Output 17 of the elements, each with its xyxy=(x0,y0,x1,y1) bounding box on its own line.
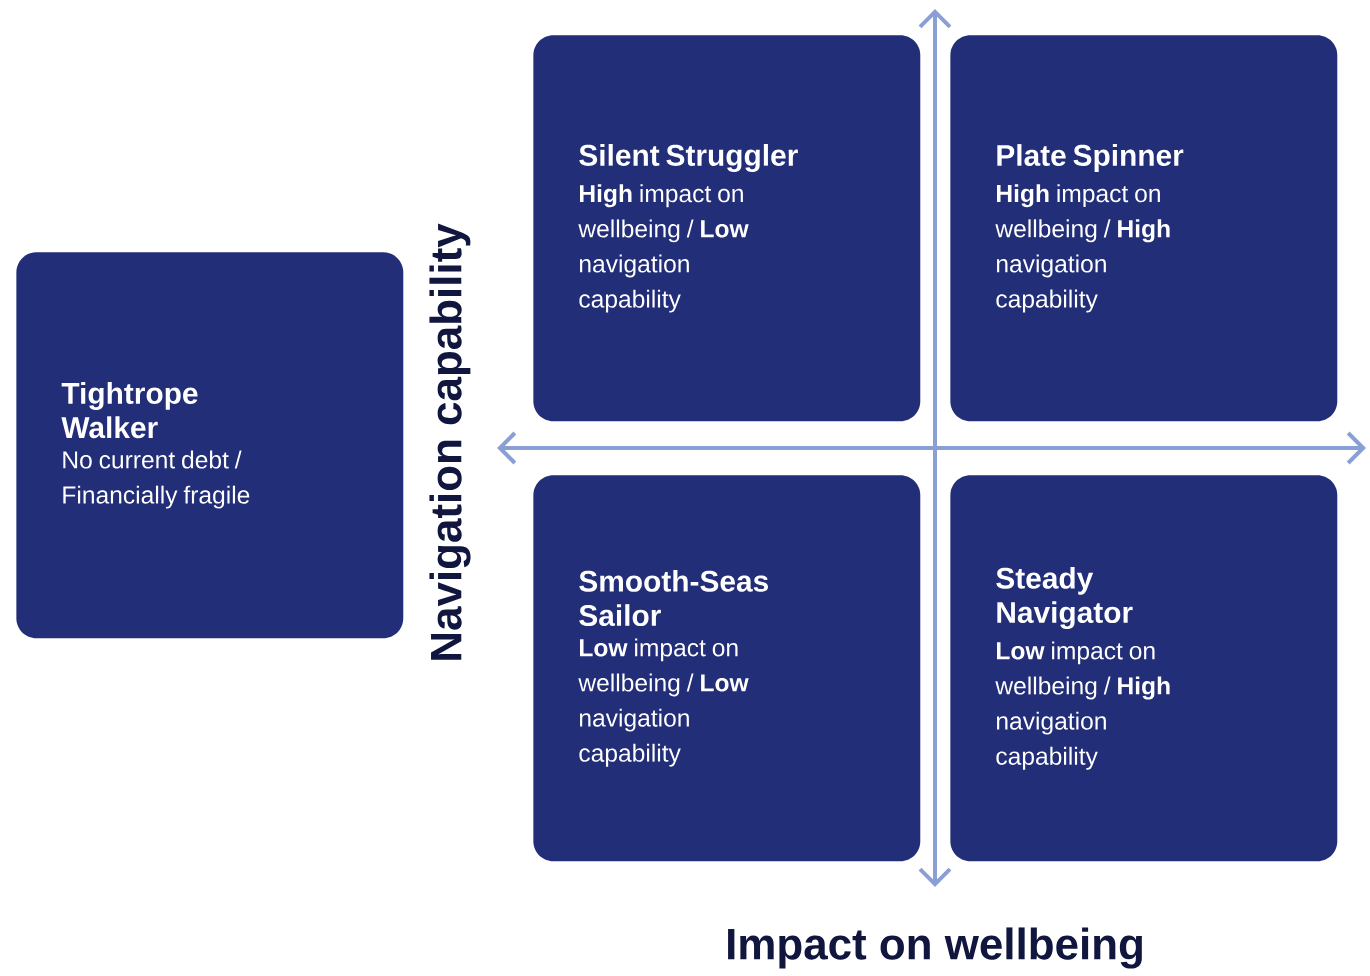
card-text: High impact on wellbeing / High navigation capability xyxy=(995,184,1170,313)
axis-label: Impact on wellbeing xyxy=(728,927,1142,969)
quadrant-card xyxy=(950,35,1338,422)
card-title: Smooth-Seas Sailor xyxy=(579,569,768,627)
quadrant-card xyxy=(533,475,921,862)
card-text: No current debt / Financially fragile xyxy=(63,450,250,509)
card-text: Low impact on wellbeing / Low navigation capability xyxy=(578,638,749,767)
axis-label: Navigation capability xyxy=(429,223,471,660)
card-title: Silent Struggler xyxy=(579,144,798,172)
card-title: Tightrope Walker xyxy=(61,382,198,439)
card-text: High impact on wellbeing / Low navigation capability xyxy=(578,184,749,313)
quadrant-card xyxy=(16,252,404,639)
quadrant-card xyxy=(950,475,1338,862)
card-title: Steady Navigator xyxy=(996,566,1133,630)
card-title: Plate Spinner xyxy=(997,144,1184,172)
card-text: Low impact on wellbeing / High navigation capability xyxy=(995,641,1170,770)
quadrant-card xyxy=(533,35,921,422)
